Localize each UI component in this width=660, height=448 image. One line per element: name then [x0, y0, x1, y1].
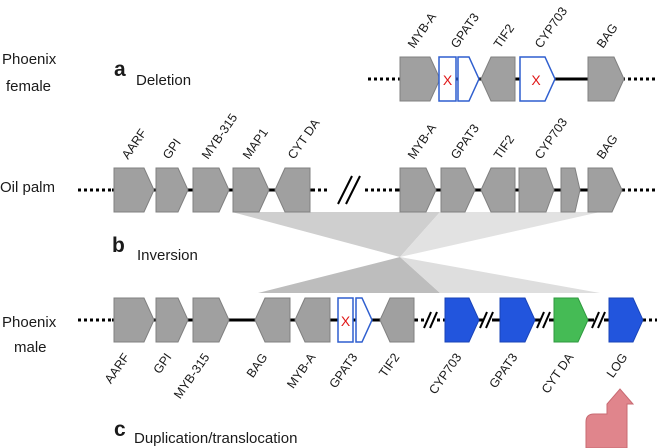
gene-cyt-da-duplicated: [553, 297, 589, 343]
gene-label: GPI: [160, 136, 184, 162]
gene-tif2: [379, 297, 415, 343]
gene-map1: [232, 167, 270, 213]
gene-aarf: [113, 167, 155, 213]
gene-label: CYT DA: [285, 116, 323, 162]
gene-label: GPAT3: [448, 11, 482, 51]
panel-a-letter: a: [114, 58, 126, 81]
break-mark: [597, 311, 606, 329]
gene-label: MYB-315: [171, 351, 212, 402]
gene-label: CYT DA: [539, 350, 577, 396]
inversion-lower-left-wedge: [258, 257, 440, 293]
gene-tif2: [480, 56, 516, 102]
panel-b-title: Inversion: [137, 247, 198, 264]
break-mark: [479, 311, 488, 329]
gene-label: MYB-A: [405, 10, 440, 51]
gene-label: LOG: [604, 351, 631, 381]
gene-gpi: [155, 167, 189, 213]
gene-label: BAG: [594, 132, 621, 162]
break-mark: [429, 311, 438, 329]
gene-cyp703-deleted: [519, 56, 556, 102]
inversion-lower-right-wedge: [400, 257, 600, 293]
translocation-arrow-icon: [585, 388, 635, 448]
inversion-upper-right-wedge: [400, 212, 600, 257]
gene-label: BAG: [594, 21, 621, 51]
gene-bag: [587, 167, 623, 213]
gene-label: BAG: [244, 351, 271, 381]
gene-cyp703-part1: [518, 167, 555, 213]
gene-cyp703-part2: [560, 167, 581, 213]
break-mark: [337, 175, 353, 205]
gene-cyp703-duplicated: [444, 297, 480, 343]
gene-bag: [587, 56, 625, 102]
gene-gpat3-remaining-part: [457, 56, 480, 102]
break-mark: [542, 311, 551, 329]
gene-label: MAP1: [240, 126, 271, 162]
phoenix-male-gene-labels: AARF GPI MYB-315 BAG MYB-A GPAT3 TIF2 CY…: [102, 350, 631, 401]
gene-label: TIF2: [491, 133, 517, 162]
gene-label: GPAT3: [487, 351, 521, 391]
oil-palm-gene-labels: AARF GPI MYB-315 MAP1 CYT DA MYB-A GPAT3…: [119, 111, 621, 162]
oil-palm-label: Oil palm: [0, 179, 55, 196]
phoenix-female-gene-labels: MYB-A GPAT3 TIF2 CYP703 BAG: [405, 5, 621, 51]
gene-aarf: [113, 297, 155, 343]
deletion-mark: X: [531, 72, 541, 88]
gene-label: TIF2: [376, 351, 402, 380]
phoenix-female-label-line1: Phoenix: [2, 51, 57, 68]
break-mark: [345, 175, 361, 205]
gene-log: [608, 297, 644, 343]
gene-myb-a: [294, 297, 331, 343]
break-mark: [485, 311, 494, 329]
break-mark: [536, 311, 545, 329]
phoenix-female-label-line2: female: [6, 78, 51, 95]
gene-label: CYP703: [532, 5, 570, 51]
gene-myb-a: [399, 56, 441, 102]
gene-bag: [254, 297, 291, 343]
inversion-upper-left-wedge: [232, 212, 440, 257]
phoenix-female-chromosome: X X: [368, 56, 655, 102]
gene-gpat3: [440, 167, 476, 213]
gene-myb-315: [192, 297, 230, 343]
gene-myb-315: [192, 167, 230, 213]
gene-myb-a: [399, 167, 437, 213]
gene-label: GPAT3: [327, 351, 361, 391]
deletion-mark: X: [341, 313, 351, 329]
break-mark: [423, 311, 432, 329]
gene-label: GPI: [151, 351, 175, 377]
panel-b-letter: b: [112, 234, 125, 257]
phoenix-male-chromosome: X: [78, 297, 657, 343]
phoenix-male-label-line2: male: [14, 339, 47, 356]
deletion-mark: X: [443, 72, 453, 88]
gene-label: AARF: [119, 126, 150, 162]
oil-palm-chromosome: [78, 167, 657, 213]
gene-label: CYP703: [426, 351, 464, 397]
gene-gpat3-remaining-part: [355, 297, 373, 343]
panel-c-title: Duplication/translocation: [134, 430, 297, 447]
gene-tif2: [480, 167, 516, 213]
gene-label: GPAT3: [448, 122, 482, 162]
gene-gpi: [155, 297, 189, 343]
gene-gpat3-duplicated: [499, 297, 536, 343]
gene-label: TIF2: [491, 22, 517, 51]
panel-c-letter: c: [114, 418, 126, 441]
gene-gpat3-deleted-part: [438, 56, 457, 102]
gene-cyt-da: [274, 167, 311, 213]
break-mark: [591, 311, 600, 329]
gene-label: MYB-315: [199, 111, 240, 162]
gene-label: AARF: [102, 350, 133, 386]
gene-label: MYB-A: [284, 350, 319, 391]
gene-gpat3-deleted-part: [337, 297, 354, 343]
inversion-shading: [232, 212, 600, 293]
phoenix-male-label-line1: Phoenix: [2, 314, 57, 331]
panel-a-title: Deletion: [136, 72, 191, 89]
gene-label: CYP703: [532, 116, 570, 162]
gene-label: MYB-A: [405, 121, 440, 162]
